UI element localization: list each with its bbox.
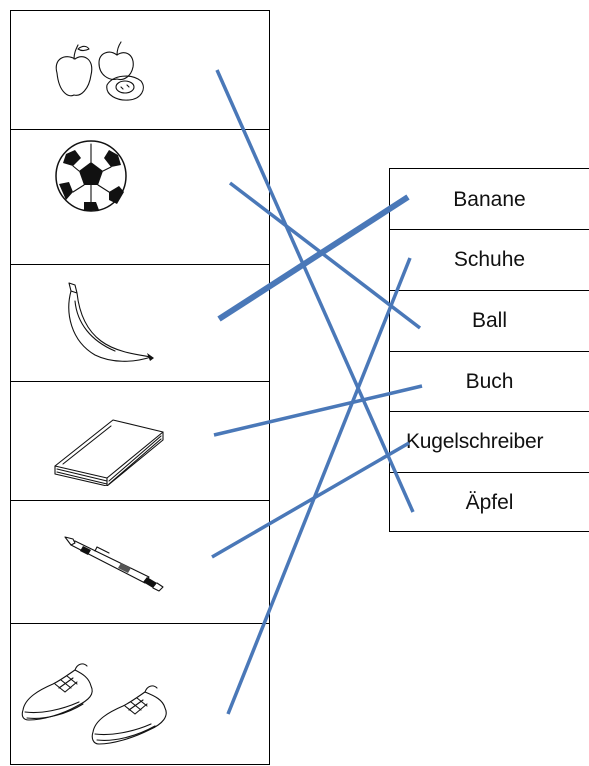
word-table: Banane Schuhe Ball Buch Kugelschreiber Ä… [389,168,589,532]
word-label: Banane [453,187,526,211]
match-line-banane [217,194,410,322]
picture-cell-shoes [11,623,269,766]
soccer-ball-icon [55,140,127,212]
match-line-ball [228,181,422,330]
match-line-schuhe [226,257,412,715]
picture-cell-ball [11,129,269,264]
picture-cell-banana [11,264,269,381]
word-label: Schuhe [453,248,526,271]
word-cell-aepfel: Äpfel [390,472,589,533]
word-cell-ball: Ball [390,290,589,351]
word-cell-schuhe: Schuhe [390,229,589,290]
word-label: Kugelschreiber [406,430,544,453]
match-line-buch [213,384,423,437]
banana-icon [68,282,154,362]
match-line-kugelschreiber [211,441,410,559]
pen-icon [64,536,164,592]
picture-cell-apples [11,11,269,129]
word-label: Buch [465,370,514,393]
picture-cell-pen [11,500,269,623]
picture-cell-book [11,381,269,500]
word-label: Ball [471,309,508,332]
match-line-äpfel [215,69,415,513]
word-label: Äpfel [465,491,514,514]
word-cell-buch: Buch [390,351,589,412]
word-cell-banane: Banane [390,169,589,230]
apples-icon [55,41,144,101]
book-icon [54,419,164,486]
shoes-icon [21,663,167,745]
picture-table [10,10,270,765]
word-cell-kugelschreiber: Kugelschreiber [390,411,589,472]
